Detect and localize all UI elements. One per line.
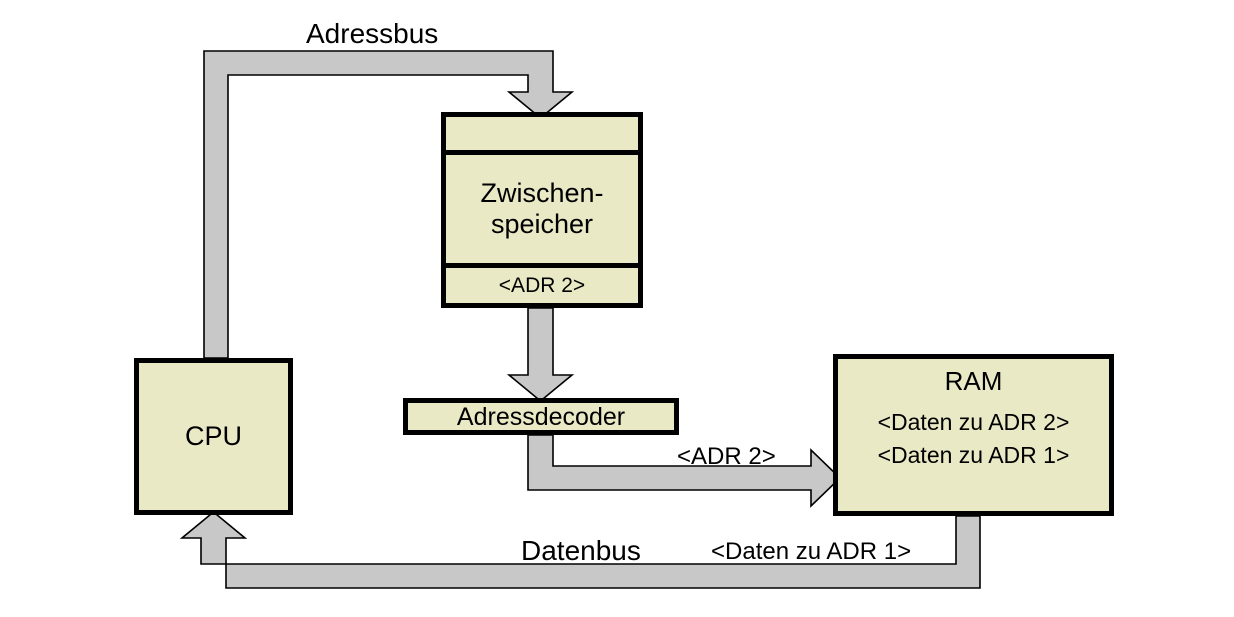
node-cpu-label: CPU — [184, 421, 242, 452]
address-bus-arrow — [203, 50, 575, 359]
node-adressdecoder-label: Adressdecoder — [456, 402, 626, 431]
buffer-row-title: Zwischen- speicher — [446, 155, 638, 268]
node-ram-line-2: <Daten zu ADR 1> — [877, 441, 1070, 468]
data-bus-label: Datenbus — [521, 535, 641, 566]
decoder-to-ram-label: <ADR 2> — [677, 443, 776, 470]
node-cpu[interactable]: CPU — [134, 358, 293, 515]
data-bus-payload-label: <Daten zu ADR 1> — [711, 538, 912, 565]
node-ram-title: RAM — [944, 366, 1003, 396]
node-zwischenspeicher[interactable]: Zwischen- speicher <ADR 2> — [441, 112, 643, 308]
buffer-row-address: <ADR 2> — [446, 268, 638, 303]
buffer-to-decoder-arrow — [506, 307, 575, 403]
address-bus-label: Adressbus — [306, 18, 439, 49]
node-ram-line-1: <Daten zu ADR 2> — [877, 409, 1070, 436]
buffer-row-empty — [446, 117, 638, 155]
node-adressdecoder[interactable]: Adressdecoder — [403, 398, 679, 435]
decoder-to-ram-arrow — [527, 434, 842, 508]
node-ram[interactable]: RAM <Daten zu ADR 2> <Daten zu ADR 1> — [833, 354, 1114, 516]
data-bus-arrow — [179, 510, 981, 589]
